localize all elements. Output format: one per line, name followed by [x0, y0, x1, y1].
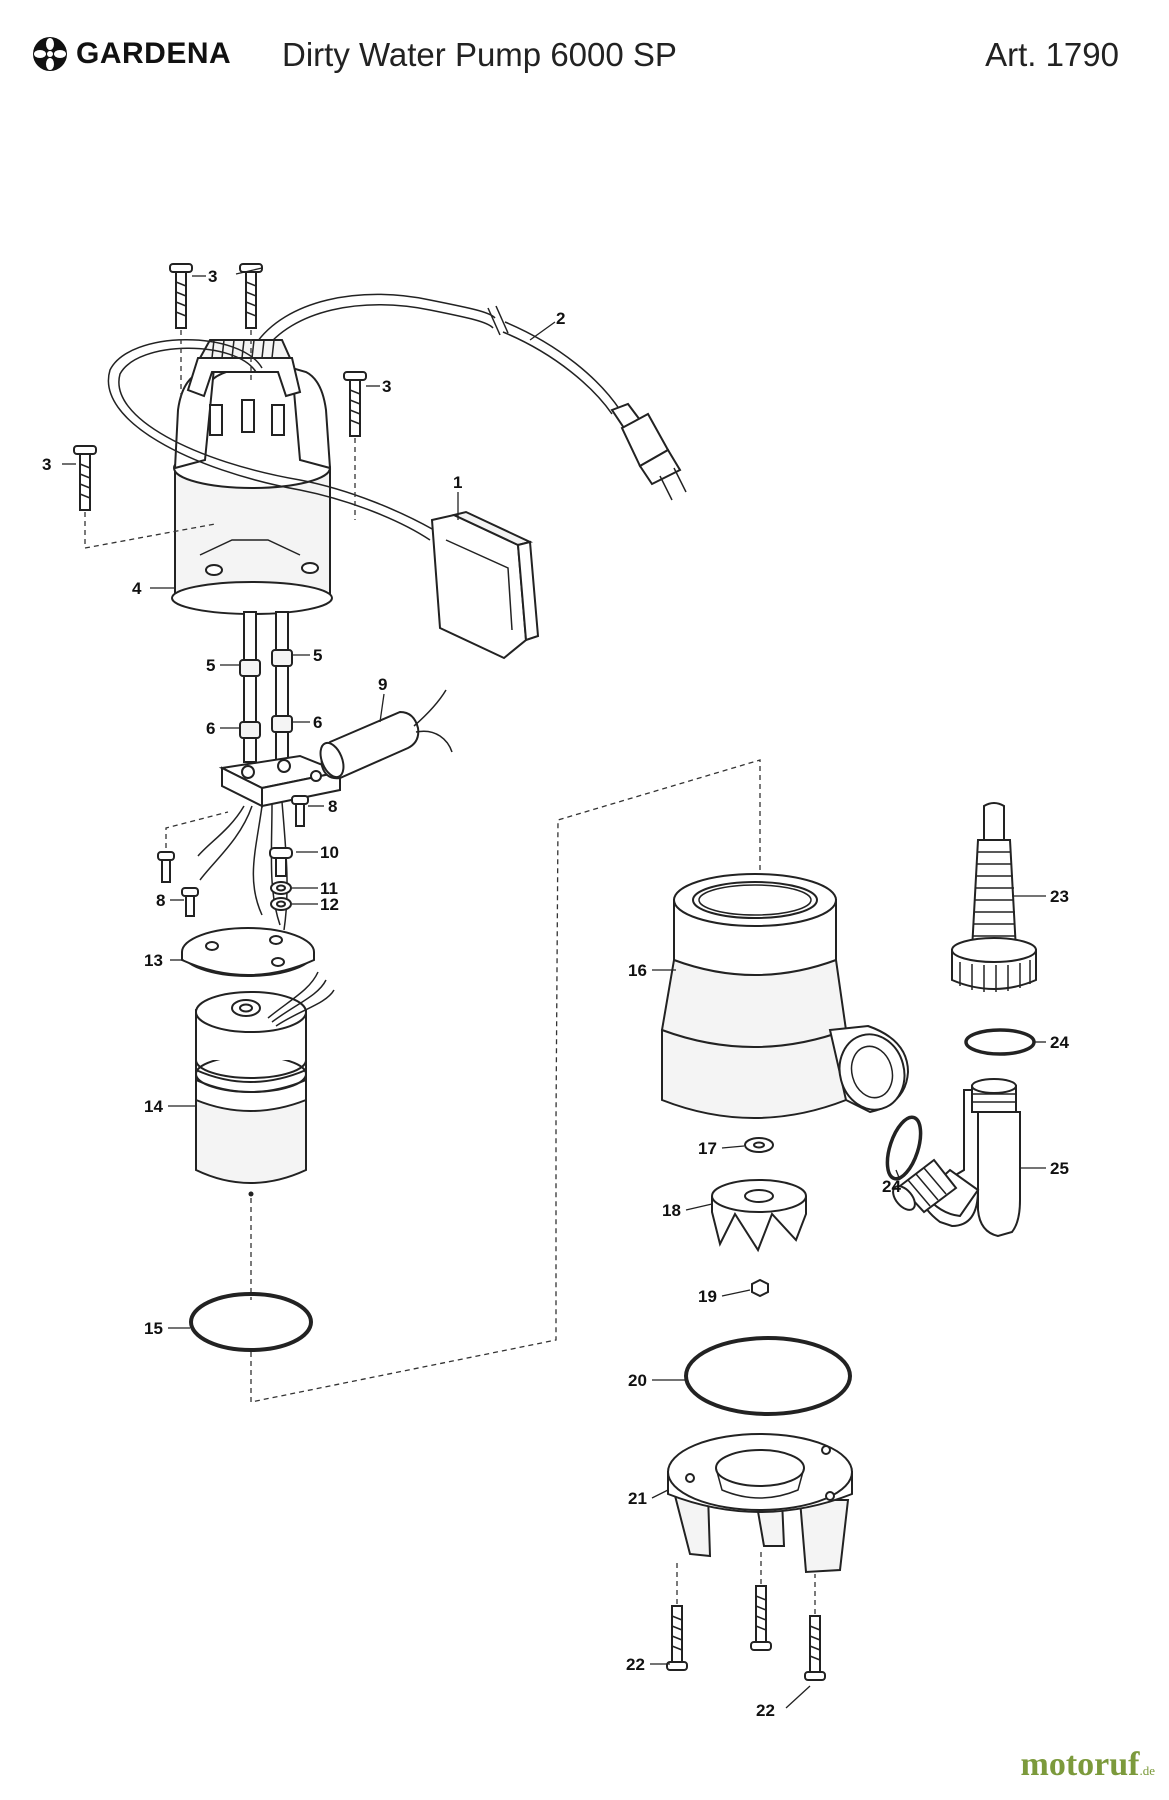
- callout-22: 22: [756, 1701, 775, 1720]
- article-number: Art. 1790: [985, 36, 1119, 73]
- o-ring-20: [684, 1336, 852, 1416]
- callout-3: 3: [42, 455, 51, 474]
- callout-1: 1: [453, 473, 462, 492]
- o-ring-24-upper: [964, 1028, 1036, 1056]
- callout-22: 22: [626, 1655, 645, 1674]
- watermark-suffix: .de: [1139, 1763, 1155, 1778]
- watermark-text: motoruf: [1020, 1746, 1140, 1783]
- o-ring-24-lower: [885, 1115, 923, 1181]
- mains-plug: [610, 402, 687, 501]
- page-header: GARDENA Dirty Water Pump 6000 SP Art. 17…: [0, 0, 1169, 110]
- hose-connector: [951, 802, 1037, 992]
- callout-18: 18: [662, 1201, 681, 1220]
- callout-4: 4: [132, 579, 142, 598]
- callout-8: 8: [156, 891, 165, 910]
- callout-15: 15: [144, 1319, 163, 1338]
- impeller-parts: [711, 1137, 807, 1298]
- callout-19: 19: [698, 1287, 717, 1306]
- callout-5: 5: [313, 646, 322, 665]
- elbow-connector: [892, 1078, 1021, 1238]
- capacitor: [319, 689, 453, 780]
- motor: [195, 971, 335, 1197]
- screws-8: [157, 795, 309, 917]
- pump-housing: [171, 339, 333, 615]
- float-switch: [430, 510, 540, 660]
- callout-14: 14: [144, 1097, 163, 1116]
- gardena-flower-logo-icon: [33, 37, 67, 71]
- callout-10: 10: [320, 843, 339, 862]
- callout-16: 16: [628, 961, 647, 980]
- callout-5: 5: [206, 656, 215, 675]
- callout-12: 12: [320, 895, 339, 914]
- pump-base: [667, 1433, 853, 1574]
- callout-11: 11: [320, 879, 338, 898]
- callout-3: 3: [382, 377, 391, 396]
- callout-25: 25: [1050, 1159, 1069, 1178]
- callout-20: 20: [628, 1371, 647, 1390]
- page-title: Dirty Water Pump 6000 SP: [282, 36, 677, 73]
- tube-assembly: [239, 611, 293, 763]
- end-plate: [181, 927, 315, 977]
- callout-leaders: [62, 267, 1046, 1709]
- terminal-block: [218, 754, 344, 808]
- callout-17: 17: [698, 1139, 717, 1158]
- callout-3: 3: [208, 267, 217, 286]
- o-ring-15: [189, 1292, 313, 1352]
- screws-22: [666, 1585, 826, 1681]
- screws-3: [73, 263, 367, 511]
- callout-6: 6: [313, 713, 322, 732]
- callout-23: 23: [1050, 887, 1069, 906]
- brand-name: GARDENA: [76, 37, 232, 70]
- callout-21: 21: [628, 1489, 647, 1508]
- callout-9: 9: [378, 675, 387, 694]
- screw-washers: [269, 847, 293, 911]
- power-cable: [254, 293, 621, 415]
- callout-2: 2: [556, 309, 565, 328]
- float-cable: [107, 339, 431, 541]
- site-watermark: motoruf.de: [1021, 1746, 1156, 1784]
- callout-labels: 3 3 3 2 1 4 5 5 6 6 9 8 8 10 11 12 13 14…: [42, 267, 1069, 1720]
- brand-logo: GARDENA: [30, 34, 231, 74]
- callout-8: 8: [328, 797, 337, 816]
- callout-6: 6: [206, 719, 215, 738]
- pump-chamber: [660, 873, 910, 1119]
- callout-24: 24: [1050, 1033, 1069, 1052]
- callout-13: 13: [144, 951, 163, 970]
- callout-24: 24: [882, 1177, 901, 1196]
- wires: [197, 801, 288, 931]
